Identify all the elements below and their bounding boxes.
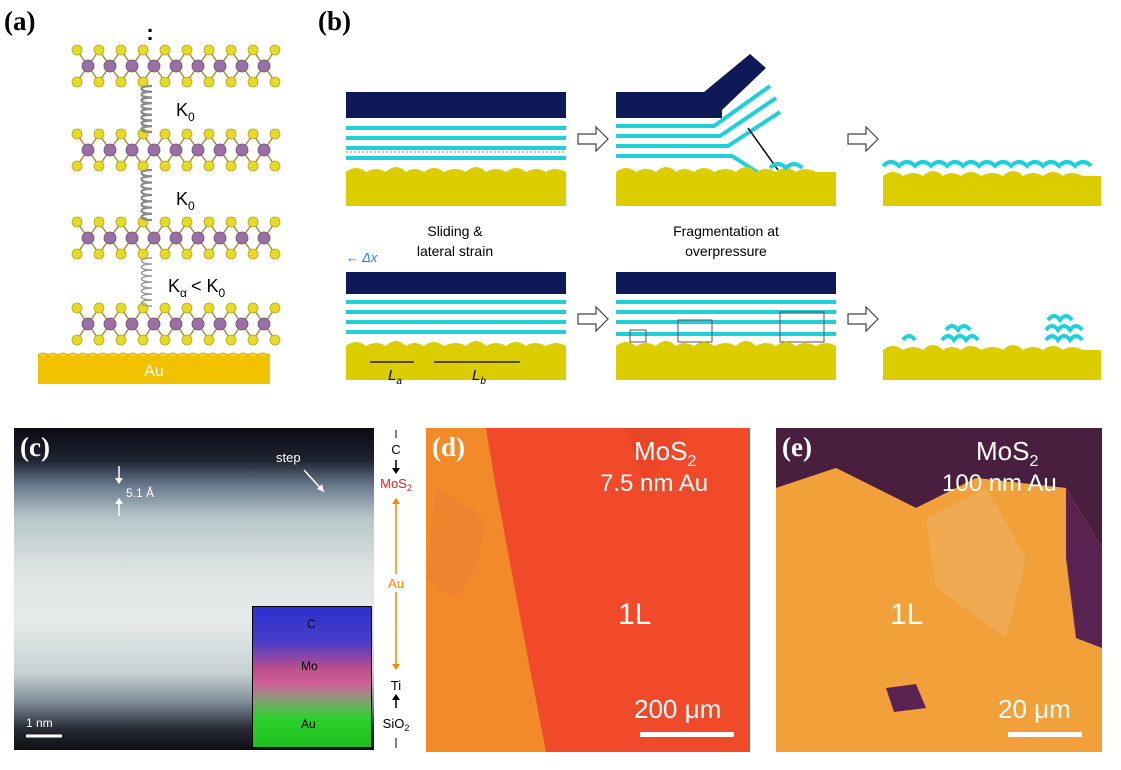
- spring-label-1: K0: [176, 100, 195, 124]
- mos2-layer: [71, 216, 281, 260]
- delta-x-label: ← Δx: [346, 250, 378, 265]
- b-arrow-3: [577, 305, 609, 333]
- scale-bar-d: [640, 732, 734, 737]
- scale-bar-e: [1008, 732, 1082, 737]
- layer-legend: C MoS2 Au Ti SiO2: [380, 430, 412, 748]
- legend-au: Au: [388, 576, 404, 591]
- legend-c: C: [391, 442, 400, 457]
- panel-b-schematic: Sliding & lateral strain Fragmentation a…: [346, 54, 1101, 387]
- thickness-label-e: 100 nm Au: [942, 470, 1057, 497]
- caption-sliding-2: lateral strain: [417, 243, 493, 259]
- dim-la: La: [388, 367, 402, 387]
- caption-fragment-2: overpressure: [685, 243, 767, 259]
- layer-label-d: 1L: [618, 598, 652, 631]
- optical-image-100nm: (e) MoS2 100 nm Au 1L 20 μm: [776, 428, 1102, 752]
- b-row1-initial: [346, 92, 566, 206]
- spacing-label: 5.1 Å: [126, 486, 155, 500]
- b-row2-fragment: [616, 272, 836, 380]
- b-row2-result: [883, 314, 1101, 380]
- optical-image-7nm: (d) MoS2 7.5 nm Au 1L 200 μm: [426, 428, 750, 752]
- inset-mo-label: Mo: [301, 659, 318, 673]
- dim-lb: Lb: [472, 367, 486, 387]
- mos2-layer: [71, 128, 281, 172]
- panel-b-label: (b): [318, 6, 351, 36]
- inset-au-label: Au: [301, 717, 316, 731]
- mos2-label-d: MoS2: [634, 436, 697, 471]
- scale-label-c: 1 nm: [26, 716, 53, 730]
- mos2-layer: [71, 302, 281, 346]
- au-label: Au: [144, 363, 164, 380]
- spring: [140, 84, 153, 134]
- panel-e-label: (e): [782, 432, 812, 462]
- ellipsis: :: [146, 20, 153, 45]
- layer-label-e: 1L: [890, 598, 924, 631]
- panel-a-label: (a): [4, 6, 36, 36]
- legend-ti: Ti: [391, 678, 401, 693]
- b-row1-peeling: [616, 54, 836, 206]
- legend-sio2: SiO2: [383, 716, 410, 733]
- b-arrow-1: [577, 125, 609, 153]
- step-label: step: [276, 450, 301, 465]
- spring: [140, 257, 153, 307]
- stem-annotations: [26, 466, 325, 738]
- b-row1-result: [881, 160, 1101, 206]
- spring: [140, 168, 153, 222]
- b-arrow-2: [847, 125, 879, 153]
- caption-fragment-1: Fragmentation at: [673, 223, 779, 239]
- inset-c-label: C: [307, 617, 316, 631]
- mos2-label-e: MoS2: [976, 436, 1039, 471]
- stem-image: (c) step 5.1 Å 1 nm C Mo Au: [14, 428, 374, 750]
- thickness-label-d: 7.5 nm Au: [600, 470, 709, 497]
- caption-sliding-1: Sliding &: [427, 223, 483, 239]
- scale-label-d: 200 μm: [634, 694, 722, 724]
- panel-a-schematic: : K0 K0 Kα< K0 Au: [37, 20, 281, 384]
- spring-label-2: K0: [176, 189, 195, 213]
- scale-label-e: 20 μm: [998, 694, 1071, 724]
- b-row2-sliding: La Lb: [346, 272, 566, 387]
- eds-inset: C Mo Au: [252, 606, 372, 748]
- legend-mos2: MoS2: [380, 476, 412, 493]
- panel-d-label: (d): [432, 432, 465, 462]
- au-substrate: [38, 354, 270, 384]
- spring-label-3: Kα< K0: [168, 276, 225, 300]
- mos2-layer: [71, 44, 281, 88]
- b-arrow-4: [847, 305, 879, 333]
- panel-c-label: (c): [20, 432, 50, 462]
